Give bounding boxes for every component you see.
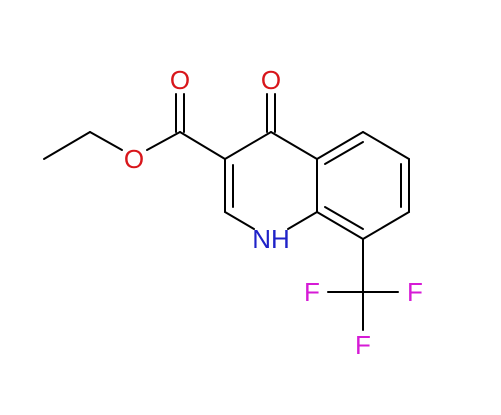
bond-oxygen-carbonyl xyxy=(146,131,181,151)
bond-carbonyl-c3 xyxy=(179,131,226,160)
ketone-oxygen-label: O xyxy=(261,65,281,95)
bond-c2-n1 xyxy=(224,211,255,230)
bonds xyxy=(43,93,410,331)
bond-c4-c4a xyxy=(270,131,318,160)
bond-c7-c8 xyxy=(362,211,410,240)
bond-c5-c6 xyxy=(362,131,410,160)
fluorine-right-label: F xyxy=(407,277,423,307)
ester-oxygen-label: O xyxy=(124,144,144,174)
ring-nitrogen-label: NH xyxy=(252,224,290,254)
bond-n1-c8a xyxy=(287,211,318,230)
bond-c3-c4 xyxy=(224,131,272,160)
bond-c8-c8a-outer xyxy=(316,211,364,240)
carbonyl-oxygen-label: O xyxy=(170,65,190,95)
fluorine-left-label: F xyxy=(304,277,320,307)
bond-methylene-oxygen xyxy=(89,131,123,151)
bond-c8-c8a-inner xyxy=(324,206,364,230)
bond-c4a-c5-inner xyxy=(324,141,364,165)
bond-c4a-c5-outer xyxy=(316,131,364,160)
bond-methyl-methylene xyxy=(43,131,91,160)
atom-labels: O O O NH F F F xyxy=(124,65,423,360)
fluorine-bottom-label: F xyxy=(355,330,371,360)
